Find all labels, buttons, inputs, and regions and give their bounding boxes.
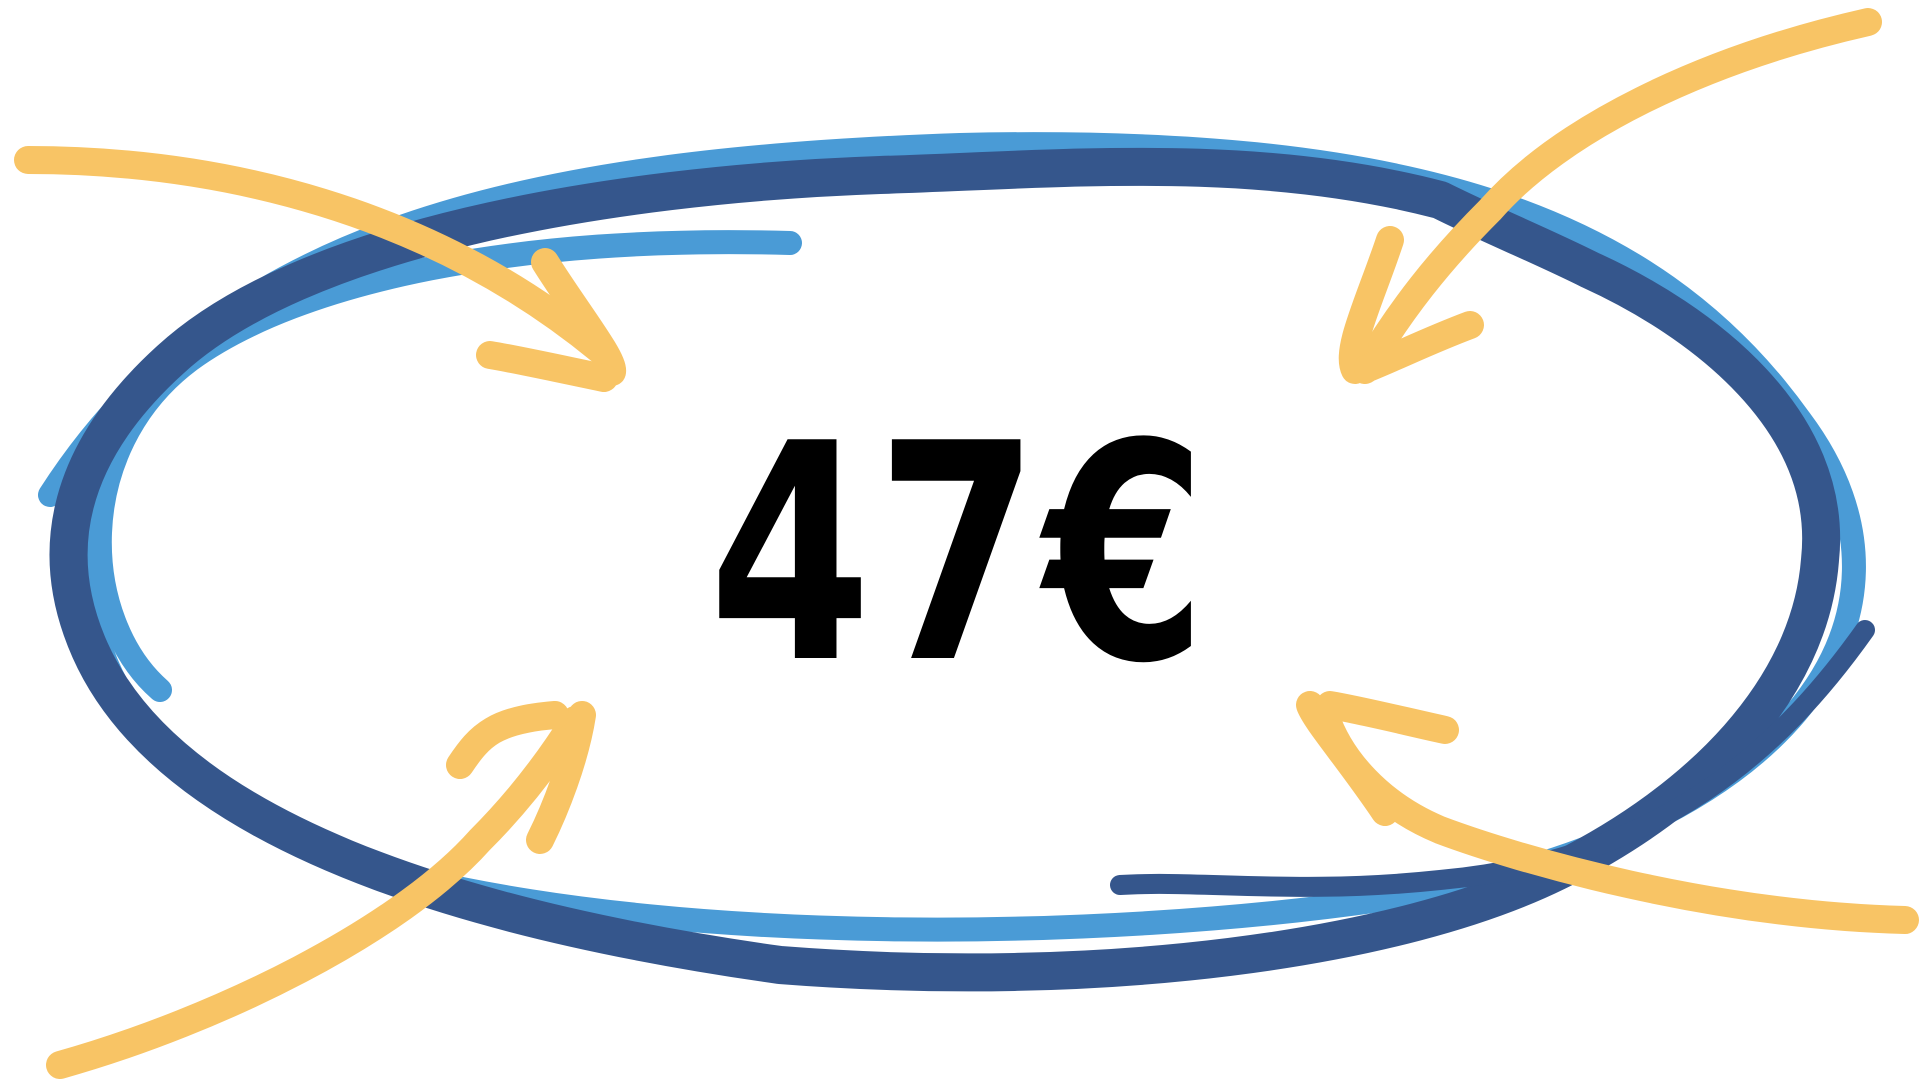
dark-blue-ring	[49, 147, 1841, 992]
arrow-bottom-right	[1296, 691, 1919, 934]
arrow-bottom-left	[46, 701, 596, 1079]
arrow-top-right	[1338, 8, 1882, 384]
arrow-top-left	[14, 146, 627, 392]
price-label: 47€	[708, 380, 1212, 729]
dark-blue-ring-tail	[1110, 620, 1875, 897]
